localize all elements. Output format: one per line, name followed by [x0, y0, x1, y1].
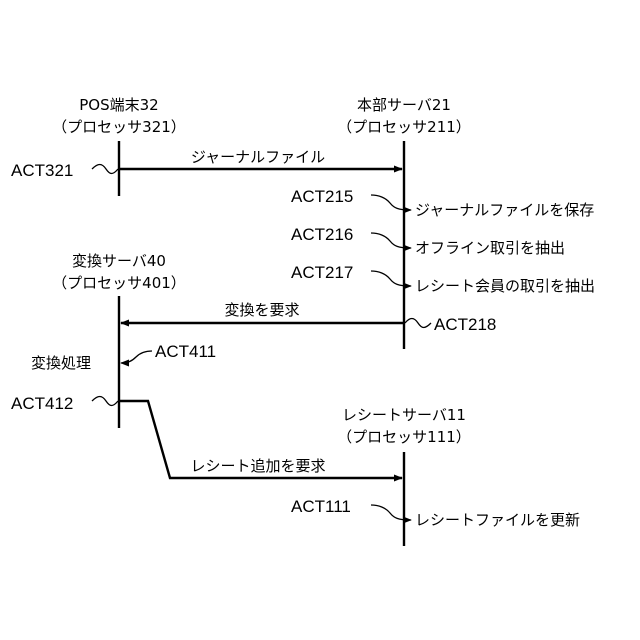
journal-file-label: ジャーナルファイル [191, 148, 325, 166]
receipt-add-request-label: レシート追加を要求 [190, 457, 325, 475]
act321-tilde [92, 165, 118, 174]
conversion-server-processor: （プロセッサ401） [52, 274, 186, 292]
act111-label: ACT111 [291, 497, 351, 516]
hq-server-title: 本部サーバ21 [357, 96, 451, 114]
conversion-server-title: 変換サーバ40 [72, 252, 166, 270]
act321-label: ACT321 [11, 161, 73, 180]
act216-label: ACT216 [291, 225, 353, 244]
step-update-receipt-file: レシートファイルを更新 [415, 511, 580, 529]
act218-tilde [405, 319, 431, 328]
act218-label: ACT218 [434, 315, 496, 334]
act217-label: ACT217 [291, 263, 353, 282]
step-extract-member: レシート会員の取引を抽出 [415, 277, 595, 295]
receipt-server-title: レシートサーバ11 [342, 406, 466, 424]
step-convert-process: 変換処理 [31, 354, 91, 372]
hq-server-processor: （プロセッサ211） [337, 118, 471, 136]
step-save-journal: ジャーナルファイルを保存 [415, 201, 594, 219]
convert-request-label: 変換を要求 [224, 301, 299, 319]
pos-terminal-title: POS端末32 [79, 96, 158, 114]
act412-label: ACT412 [11, 394, 73, 413]
act411-connector [121, 351, 152, 363]
pos-terminal-processor: （プロセッサ321） [52, 118, 186, 136]
step-extract-offline: オフライン取引を抽出 [415, 239, 565, 257]
receipt-server-processor: （プロセッサ111） [337, 428, 471, 446]
act215-label: ACT215 [291, 187, 353, 206]
act411-label: ACT411 [155, 342, 216, 361]
act412-tilde [92, 397, 118, 406]
